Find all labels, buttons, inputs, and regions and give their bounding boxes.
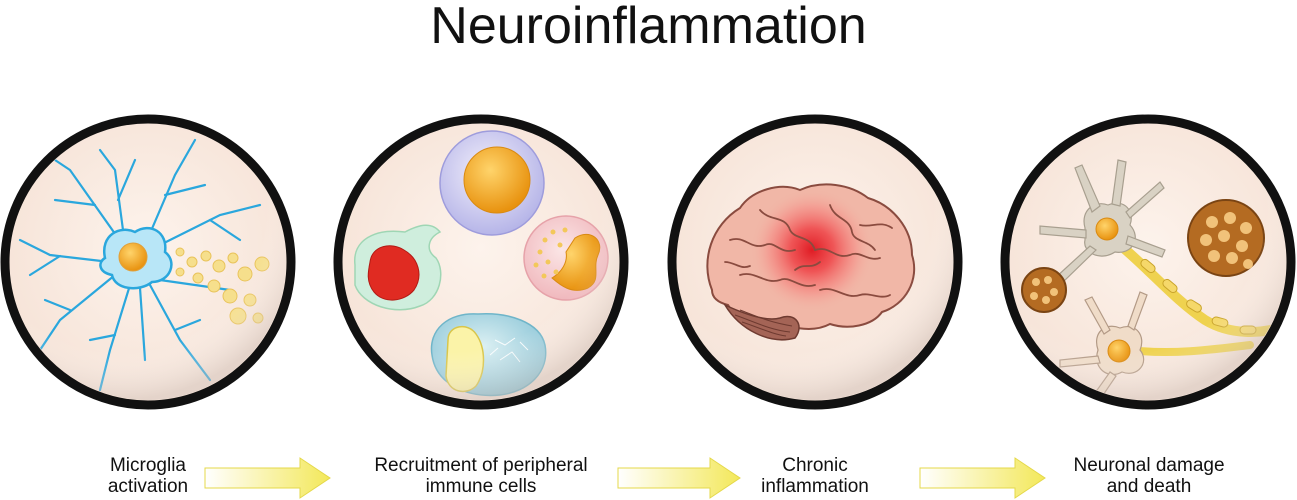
stage-label-line2: and death — [1106, 476, 1192, 497]
stage-circle-immune-cells — [333, 114, 629, 410]
arrow-right-icon — [919, 457, 1046, 499]
stage-label-neuronal-damage: Neuronal damage and death — [1009, 455, 1289, 497]
stage-circle-inflammation — [667, 114, 963, 410]
arrow-right-icon — [204, 457, 331, 499]
stage-label-line1: Chronic — [782, 455, 848, 476]
stage-label-line1: Neuronal damage — [1073, 455, 1225, 476]
stage-label-line2: inflammation — [761, 476, 869, 497]
stage-label-line1: Recruitment of peripheral — [374, 455, 588, 476]
stage-circle-neuronal-damage — [1000, 114, 1296, 410]
arrow-right-icon — [617, 457, 741, 499]
stage-label-line2: activation — [107, 476, 189, 497]
stage-label-line2: immune cells — [425, 476, 537, 497]
stage-label-line1: Microglia — [109, 455, 187, 476]
stage-label-immune-cells: Recruitment of peripheral immune cells — [341, 455, 621, 497]
stage-label-inflammation: Chronic inflammation — [675, 455, 955, 497]
stage-circle-microglia — [0, 114, 296, 410]
page-title: Neuroinflammation — [430, 0, 867, 55]
stage-label-microglia: Microglia activation — [8, 455, 288, 497]
